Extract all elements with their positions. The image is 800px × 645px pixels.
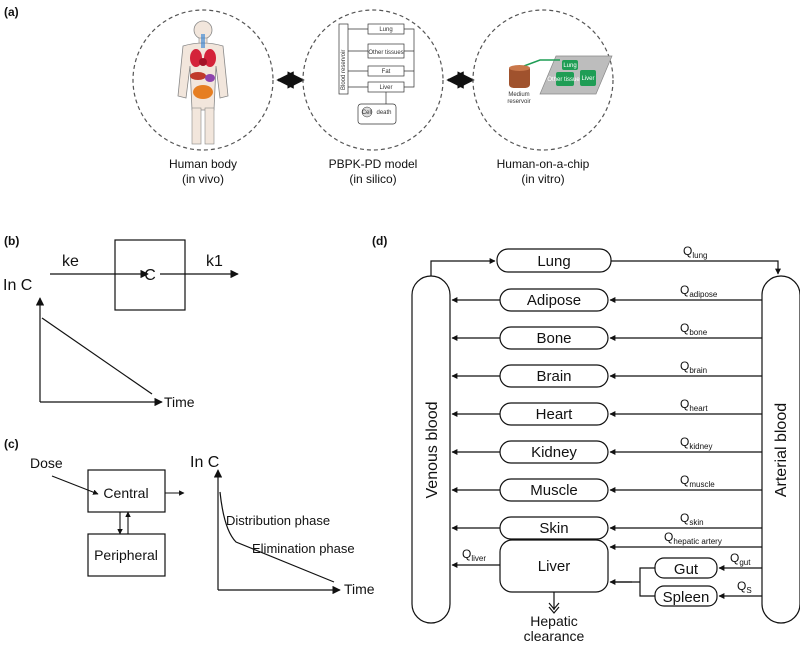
elimination-phase-label: Elimination phase xyxy=(252,541,355,556)
organ-row-brain: Brain Qbrain xyxy=(451,359,762,388)
flow-kidney-label: Qkidney xyxy=(680,435,712,451)
chip-lung-label: Lung xyxy=(563,63,576,69)
panel-b: (b) ke C k1 In C Time xyxy=(3,234,239,410)
arterial-blood-label: Arterial blood xyxy=(773,403,790,497)
panel-c-tag: (c) xyxy=(4,437,19,451)
chip-liver-label: Liver xyxy=(581,76,594,82)
model-box-lung: Lung xyxy=(379,27,392,33)
organ-row-skin: Skin Qskin xyxy=(451,511,762,540)
organ-heart-label: Heart xyxy=(536,406,574,423)
compartment-c-label: C xyxy=(144,267,156,284)
medium-label: Medium xyxy=(508,92,529,98)
hepatic-clearance-line1: Hepatic xyxy=(530,613,577,629)
panel-a-tag: (a) xyxy=(4,5,19,19)
panel-a: (a) Human body (in vivo) xyxy=(4,5,614,186)
blood-reservoir-label: Blood reservoir xyxy=(341,50,347,90)
intestine-icon xyxy=(193,85,213,99)
ke-label: ke xyxy=(62,253,79,270)
panel-d-tag: (d) xyxy=(372,234,387,248)
panel-d: (d) Venous blood Arterial blood Lung Qlu… xyxy=(372,234,800,644)
peripheral-label: Peripheral xyxy=(94,547,158,563)
hepatic-clearance-line2: clearance xyxy=(524,628,585,644)
k1-label: k1 xyxy=(206,253,223,270)
dose-label: Dose xyxy=(30,455,63,471)
organ-row-muscle: Muscle Qmuscle xyxy=(451,473,762,502)
human-body-circle xyxy=(132,9,274,151)
chip-icon: Lung Other tissues Liver Medium reservoi… xyxy=(507,55,613,105)
organ-kidney-label: Kidney xyxy=(531,444,577,461)
one-compartment-box xyxy=(114,239,186,311)
model-box-liver: Liver xyxy=(379,85,392,91)
organ-adipose-label: Adipose xyxy=(527,292,581,309)
flow-adipose-label: Qadipose xyxy=(680,283,718,299)
flow-heart-label: Qheart xyxy=(680,397,708,413)
chip-label: Human-on-a-chip xyxy=(497,157,590,171)
chip-node: Lung Other tissues Liver Medium reservoi… xyxy=(472,9,614,186)
reservoir-label: reservoir xyxy=(507,99,530,105)
flow-muscle-label: Qmuscle xyxy=(680,473,715,489)
b-xlabel: Time xyxy=(164,394,195,410)
flow-skin-label: Qskin xyxy=(680,511,704,527)
cell-label: Cell xyxy=(362,110,372,116)
central-box xyxy=(87,469,166,513)
human-body-label: Human body xyxy=(169,157,237,171)
dose-arrow xyxy=(51,475,99,495)
organ-lung-label: Lung xyxy=(537,253,570,270)
flow-brain-label: Qbrain xyxy=(680,359,707,375)
pbpk-label: PBPK-PD model xyxy=(329,157,418,171)
venous-blood-label: Venous blood xyxy=(424,402,441,499)
b-ylabel: In C xyxy=(3,277,32,294)
lung-to-arterial-arrow xyxy=(611,260,781,275)
death-label: death xyxy=(376,110,391,116)
arterial-blood-pool xyxy=(761,275,800,624)
chip-sub: (in vitro) xyxy=(521,172,564,186)
flow-liver-label: Qliver xyxy=(462,547,486,563)
organ-row-heart: Heart Qheart xyxy=(451,397,762,426)
organ-skin-label: Skin xyxy=(539,520,568,537)
central-label: Central xyxy=(103,485,148,501)
model-box-fat: Fat xyxy=(382,69,391,75)
b-decay-line xyxy=(41,317,153,395)
organ-liver-label: Liver xyxy=(538,558,571,575)
panel-b-tag: (b) xyxy=(4,234,19,248)
human-body-sub: (in vivo) xyxy=(182,172,224,186)
organ-gut-label: Gut xyxy=(674,561,699,578)
pbpk-circle xyxy=(302,9,444,151)
flow-bone-label: Qbone xyxy=(680,321,708,337)
flow-lung-label: Qlung xyxy=(683,244,707,260)
organ-row-bone: Bone Qbone xyxy=(451,321,762,350)
organ-bone-label: Bone xyxy=(536,330,571,347)
human-body-node: Human body (in vivo) xyxy=(132,9,274,186)
c-biexponential-curve xyxy=(219,491,335,583)
chip-circle xyxy=(472,9,614,151)
human-body-icon xyxy=(177,20,229,145)
organ-brain-label: Brain xyxy=(536,368,571,385)
organ-muscle-label: Muscle xyxy=(530,482,578,499)
chip-other-label: Other tissues xyxy=(547,77,582,83)
organ-spleen-label: Spleen xyxy=(663,589,710,606)
pbpk-sub: (in silico) xyxy=(349,172,396,186)
peripheral-box xyxy=(87,533,166,577)
model-box-other: Other tissues xyxy=(368,50,403,56)
flow-gut-label: Qgut xyxy=(730,551,751,567)
organ-row-adipose: Adipose Qadipose xyxy=(451,283,762,312)
organ-row-kidney: Kidney Qkidney xyxy=(451,435,762,464)
distribution-phase-label: Distribution phase xyxy=(226,513,330,528)
c-xlabel: Time xyxy=(344,581,375,597)
c-ylabel: In C xyxy=(190,454,219,471)
lungs-icon xyxy=(190,49,202,67)
pbpk-model-node: Blood reservoir Lung Other tissues Fat L… xyxy=(302,9,444,186)
panel-c: (c) Dose Central Peripheral In C Distrib… xyxy=(4,437,375,597)
venous-to-lung-arrow xyxy=(430,258,496,276)
flow-spleen-label: QS xyxy=(737,579,752,595)
pbpk-schematic: Blood reservoir Lung Other tissues Fat L… xyxy=(338,23,415,125)
clearance-arrow-icon xyxy=(548,602,560,614)
flow-hepatic-artery-label: Qhepatic artery xyxy=(664,530,722,546)
